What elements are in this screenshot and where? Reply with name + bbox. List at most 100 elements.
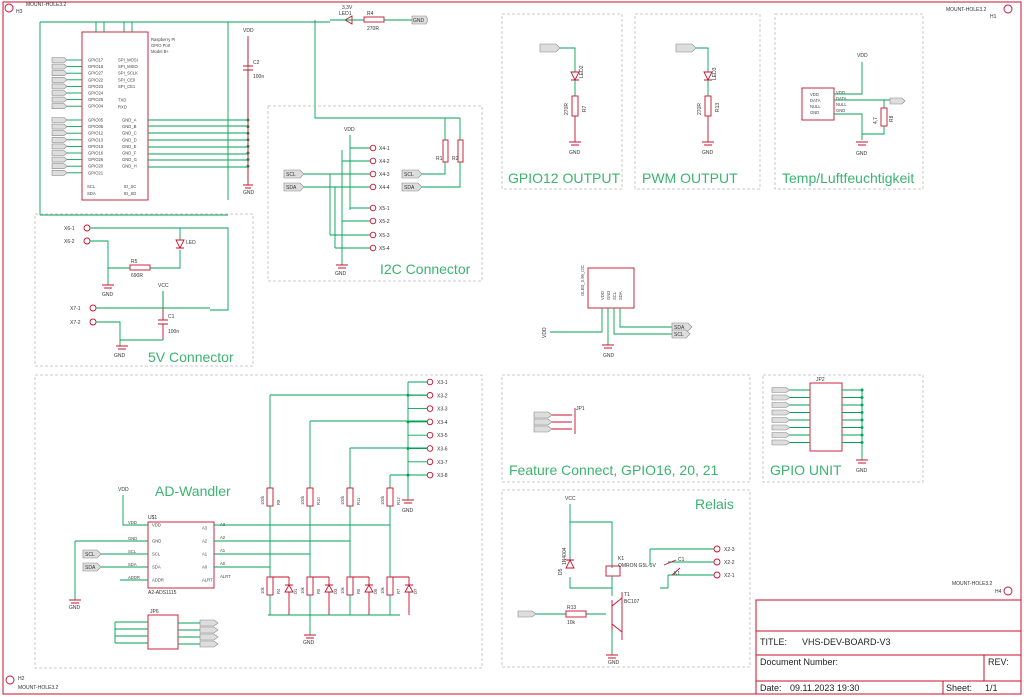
svg-text:T1: T1 (624, 592, 630, 598)
adc-left-net: VDD (128, 520, 137, 525)
svg-text:H4: H4 (995, 589, 1002, 595)
rpi-port (51, 143, 68, 150)
svg-text:K1: K1 (674, 571, 680, 577)
rpi-pin-label: GPIO19 (88, 144, 104, 149)
svg-text:GPIO Port: GPIO Port (151, 43, 171, 48)
svg-text:JP1: JP1 (576, 406, 585, 412)
adc-right-pin: A3 (202, 526, 208, 531)
feature-section-box (501, 374, 751, 483)
rpi-gnd-label: GND_A (122, 118, 137, 123)
svg-text:GND: GND (702, 150, 714, 156)
svg-text:GND: GND (810, 110, 819, 115)
svg-text:SDA: SDA (87, 191, 96, 196)
adc-left-pin: VDD (152, 523, 161, 528)
i2c-pin-label: X5-2 (379, 219, 390, 225)
rpi-pin-label: SPI_MOSI (118, 58, 138, 63)
adc-rbot-name: R6 (356, 588, 361, 594)
svg-text:GPIO UNIT: GPIO UNIT (770, 462, 842, 478)
svg-text:3,3V: 3,3V (342, 5, 353, 11)
gpio-unit-port (771, 409, 791, 416)
adc-diode (390, 576, 414, 615)
doc-number-label: Document Number: (760, 657, 838, 667)
adc-rtop-resistor (346, 487, 354, 507)
svg-text:Relais: Relais (695, 496, 734, 512)
adc-rtop-name: R11 (356, 497, 361, 505)
adc-rbot-value: 10k (300, 586, 305, 594)
rpi-port (51, 130, 68, 136)
pwm-section-box (634, 13, 761, 190)
svg-text:R13: R13 (567, 605, 576, 611)
svg-text:Raspberry Pi: Raspberry Pi (151, 37, 175, 42)
gpio-unit-section: JP2 GND GPIO UNIT (770, 377, 868, 478)
adc-rbot-resistor (346, 576, 354, 596)
adc-right-pin: ALRT (202, 578, 213, 583)
adc-output-pin (426, 458, 434, 466)
i2c-pin-label: X5-3 (379, 233, 390, 239)
adc-output-label: X3-6 (437, 447, 448, 453)
svg-text:MOUNT-HOLE3.2: MOUNT-HOLE3.2 (18, 685, 59, 691)
svg-text:VDD: VDD (857, 53, 868, 59)
svg-text:NULL: NULL (836, 102, 847, 107)
svg-text:270R: 270R (367, 26, 379, 32)
rpi-port (51, 117, 68, 123)
adc-left-pin: GND (152, 539, 161, 544)
gpio-unit-port (771, 387, 791, 393)
svg-text:R5: R5 (131, 259, 138, 265)
gpio-unit-port (771, 417, 791, 423)
svg-text:SCL: SCL (404, 172, 414, 178)
gpio12-section-box (501, 13, 623, 190)
rpi-pin-label: GPIO06 (88, 124, 104, 129)
adc-section-box (34, 374, 483, 669)
rpi-pin-label: GPIO20 (88, 164, 104, 169)
adc-output-label: X3-1 (437, 380, 448, 386)
adc-rtop-wire (389, 474, 427, 488)
gpio-unit-section-box (762, 374, 924, 483)
adc-rtop-resistor (386, 487, 394, 507)
i2c-pin (369, 144, 377, 152)
adc-output-label: X3-8 (437, 473, 448, 479)
mount-hole-top-left: MOUNT-HOLE3.2H3 (4, 2, 67, 15)
relais-section-box (501, 489, 751, 668)
svg-text:VDD: VDD (600, 291, 605, 300)
svg-text:SCL: SCL (286, 172, 296, 178)
rpi-pin-label: GPIO22 (88, 77, 104, 82)
rpi-gnd-label: GND_D (122, 137, 137, 142)
adc-output-pin (426, 378, 434, 386)
adc-diode (270, 576, 294, 615)
svg-text:R4: R4 (367, 11, 374, 17)
rpi-pin-label: GPIO17 (88, 58, 104, 63)
svg-text:NULL: NULL (810, 104, 821, 109)
svg-text:X2-2: X2-2 (724, 560, 735, 566)
svg-text:AD-Wandler: AD-Wandler (155, 483, 231, 499)
svg-text:GND: GND (836, 108, 845, 113)
svg-text:SDA: SDA (85, 565, 96, 571)
adc-rbot-value: 10k (340, 586, 345, 594)
rpi-port (51, 163, 68, 169)
svg-text:270R: 270R (697, 103, 703, 115)
rpi-pin-label: TXD (118, 98, 126, 103)
i2c-pin (369, 217, 377, 225)
capacitor-c2: VDD C2 100n GND (243, 28, 264, 196)
adc-right-net: A3 (220, 522, 226, 527)
rpi-pin-label: GPIO13 (88, 137, 104, 142)
svg-text:GND: GND (608, 660, 620, 666)
svg-text:JP2: JP2 (816, 377, 825, 383)
i2c-pin-label: X4-3 (379, 172, 390, 178)
adc-left-pin: SCL (152, 552, 161, 557)
rpi-pin-label: GPIO26 (88, 157, 104, 162)
svg-text:100n: 100n (253, 74, 264, 80)
svg-text:R7: R7 (582, 105, 588, 112)
raspberry-pi-block: Raspberry Pi GPIO Port Model B+ GPIO17GP… (39, 21, 330, 216)
rpi-port (51, 150, 68, 156)
adc-rtop-name: R9 (276, 499, 281, 505)
adc-rtop-resistor (306, 487, 314, 507)
svg-text:OLED_0.96_I2C: OLED_0.96_I2C (580, 265, 585, 296)
gpio-unit-port (771, 439, 791, 446)
svg-text:H3: H3 (16, 9, 23, 15)
adc-output-pin (426, 445, 434, 452)
rpi-pin-label: GPIO16 (88, 151, 104, 156)
rpi-port (51, 96, 68, 103)
adc-diode-label: D5 (373, 588, 378, 594)
svg-text:X6-2: X6-2 (64, 239, 75, 245)
title-label: TITLE: (760, 637, 787, 647)
